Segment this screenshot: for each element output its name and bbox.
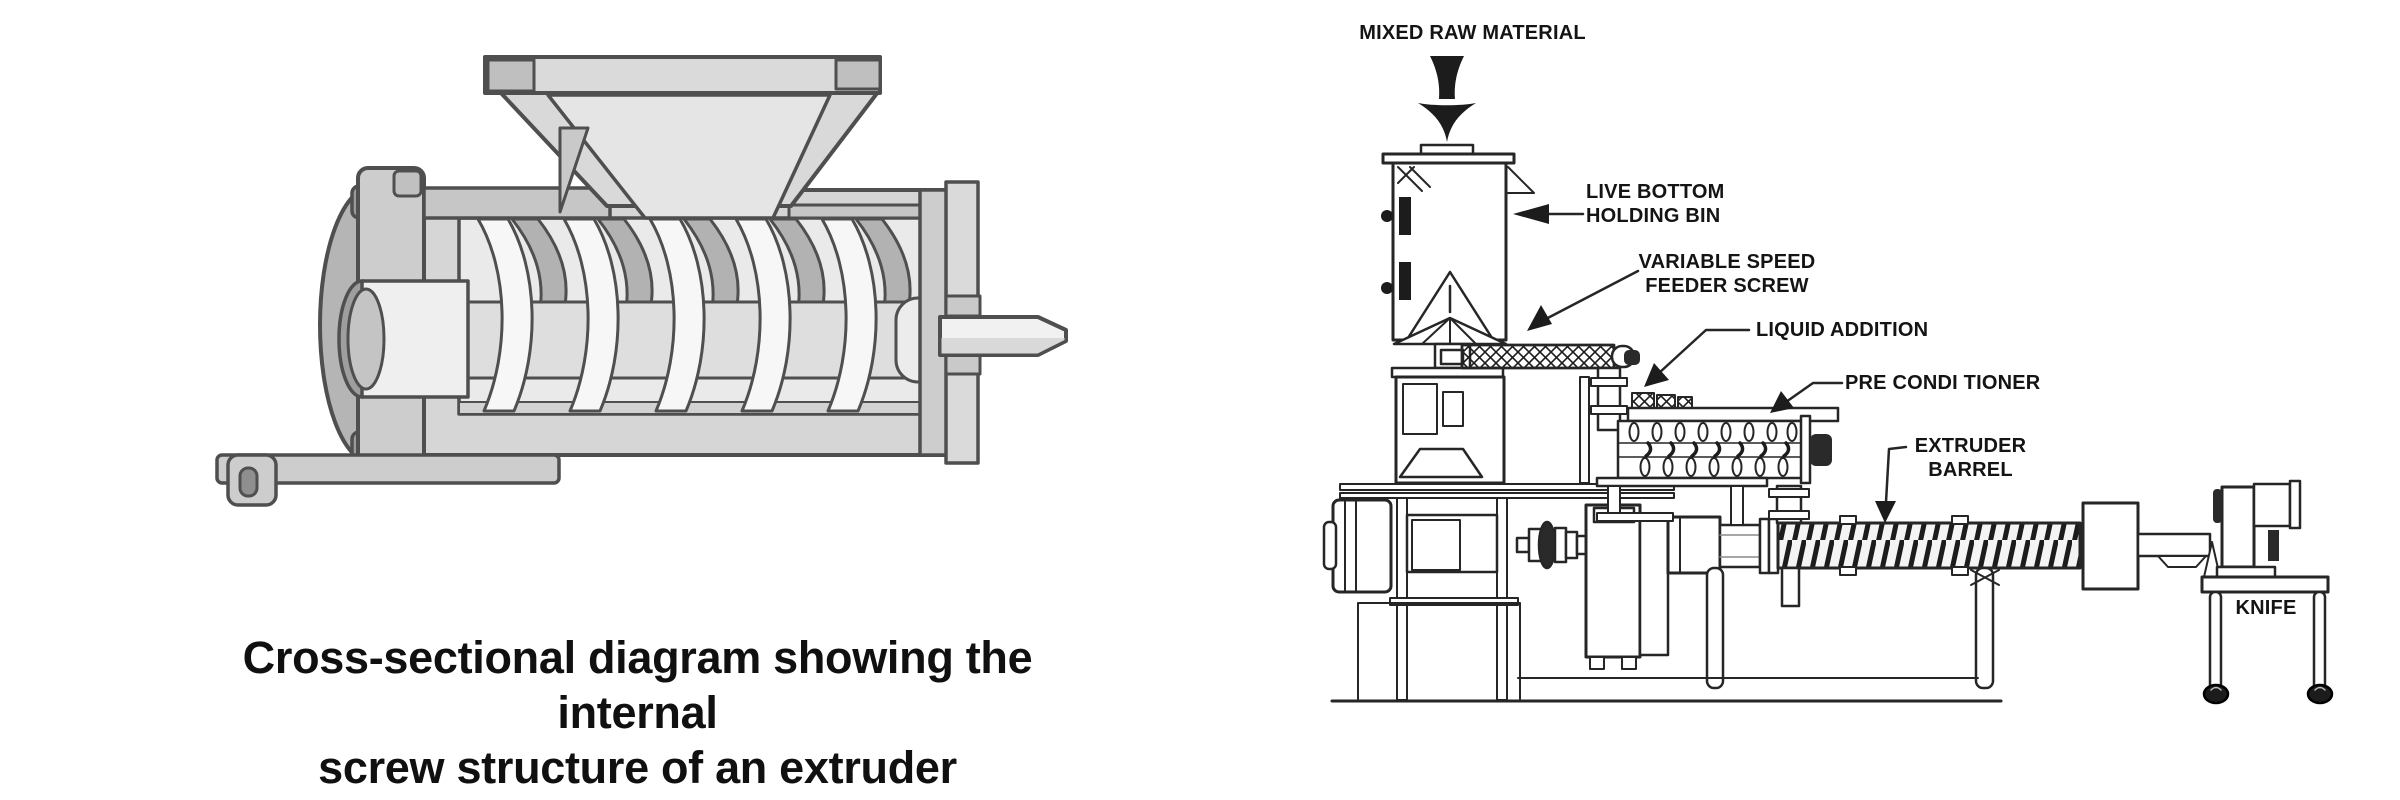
label-preconditioner: PRE CONDI TIONER (1845, 372, 2041, 394)
label-feeder-screw: VARIABLE SPEED FEEDER SCREW (1627, 251, 1827, 298)
label-feeder-screw-line2: FEEDER SCREW (1645, 274, 1809, 297)
extruder-barrel-arrow-icon (1875, 445, 1908, 523)
label-holding-bin-line2: HOLDING BIN (1586, 204, 1721, 227)
leader-arrows (1513, 204, 1908, 523)
feed-arrow-icon (1418, 56, 1476, 142)
screw-front-flights (476, 217, 878, 413)
holding-bin (1381, 143, 1535, 379)
base-plate (215, 453, 561, 485)
extrusion-system-drawing (1322, 56, 2334, 705)
drive-motor (1322, 498, 1393, 594)
preconditioner-arrow-icon (1770, 381, 1844, 413)
label-liquid-addition: LIQUID ADDITION (1756, 319, 1929, 341)
label-extruder-barrel-line2: BARREL (1928, 458, 2013, 481)
holding-bin-arrow-icon (1513, 204, 1585, 224)
figure-caption: Cross-sectional diagram showing the inte… (180, 630, 1095, 795)
label-holding-bin-line1: LIVE BOTTOM (1586, 181, 1725, 203)
extruder-barrel (1705, 515, 2082, 690)
label-knife: KNIFE (2235, 597, 2297, 619)
screw-back-flights (510, 217, 912, 312)
figure-caption-line1: Cross-sectional diagram showing the inte… (242, 632, 1033, 738)
label-extruder-barrel: EXTRUDER BARREL (1878, 435, 2063, 482)
figure-caption-line2: screw structure of an extruder (318, 742, 957, 793)
machine-base (1330, 677, 2003, 703)
label-mixed-raw-material: MIXED RAW MATERIAL (1359, 22, 1586, 44)
label-feeder-screw-line1: VARIABLE SPEED (1638, 251, 1816, 273)
shaft-coupling (1515, 520, 1588, 570)
label-extruder-barrel-line1: EXTRUDER (1914, 435, 2027, 457)
preconditioner-vessel (1595, 392, 1840, 526)
hopper-top-flange (483, 55, 882, 95)
feeder-screw-arrow-icon (1527, 269, 1640, 331)
liquid-addition-arrow-icon (1644, 328, 1751, 387)
gearbox (1584, 503, 1780, 670)
label-holding-bin: LIVE BOTTOM HOLDING BIN (1586, 181, 1725, 228)
feeder-screw-conveyor (1460, 343, 1640, 484)
die-and-knife-assembly (2081, 479, 2334, 705)
drive-hub (360, 279, 470, 399)
extruder-cross-section-illustration (215, 55, 1068, 507)
